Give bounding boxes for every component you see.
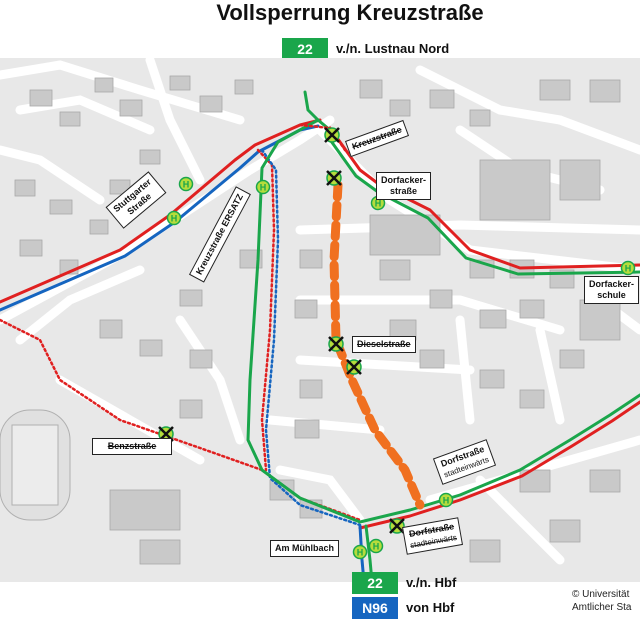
sports-field — [0, 409, 71, 521]
stop-label-text: Am Mühlbach — [275, 543, 335, 553]
bus-stop-h-icon: H — [368, 538, 384, 554]
svg-text:H: H — [260, 183, 267, 193]
svg-text:H: H — [183, 180, 190, 190]
cancelled-stop-x-icon — [346, 359, 362, 375]
route-blue-dotted-ersatz — [260, 148, 362, 527]
page-title: Vollsperrung Kreuzstraße — [216, 0, 484, 25]
bus-stop-h-icon: H — [166, 210, 182, 226]
bus-stop-h-icon: H — [352, 544, 368, 560]
copyright-notice: © Universität Amtlicher Sta — [572, 588, 631, 614]
svg-text:H: H — [373, 542, 380, 552]
stop-label-line1: Dorfacker- — [381, 175, 427, 185]
cancelled-stop-x-icon — [326, 170, 342, 186]
stop-label-text: Dieselstraße — [357, 339, 411, 349]
line-label-von-hbf: von Hbf — [406, 600, 455, 615]
line-label-hbf: v./n. Hbf — [406, 575, 457, 590]
copyright-line1: © Universität — [572, 589, 630, 600]
line-badge-22-top: 22 — [282, 38, 328, 60]
route-red-southeast — [358, 400, 640, 530]
bus-stop-h-icon: H — [178, 176, 194, 192]
cancelled-stop-x-icon — [324, 127, 340, 143]
cancelled-stop-x-icon — [389, 518, 405, 534]
bus-stop-h-icon: H — [438, 492, 454, 508]
stop-label-dorfackerschule: Dorfacker-schule — [584, 276, 640, 304]
route-green-ersatz — [246, 118, 362, 524]
line-label-lustnau-nord: v./n. Lustnau Nord — [336, 41, 450, 56]
stop-label-dieselstrasse: Dieselstraße — [352, 336, 416, 353]
cancelled-stop-x-icon — [328, 336, 344, 352]
map-canvas: H H H H H H H H — [0, 58, 640, 582]
stop-label-line1: Dorfacker- — [589, 279, 635, 289]
svg-text:H: H — [171, 214, 178, 224]
stop-label-text: Benzstraße — [107, 441, 157, 451]
stop-label-benzstrasse: Benzstraße — [92, 438, 172, 455]
line-badge-22-bottom: 22 — [352, 572, 398, 594]
route-green-east — [324, 132, 640, 276]
stop-label-line2: schule — [597, 290, 626, 300]
stop-label-am-muehlbach: Am Mühlbach — [270, 540, 340, 557]
svg-text:H: H — [357, 548, 364, 558]
building-blocks — [14, 75, 621, 565]
route-red-east — [328, 126, 640, 270]
stop-label-dorfackerstrasse: Dorfacker-straße — [376, 172, 432, 200]
line-badge-n96: N96 — [352, 597, 398, 619]
route-green-north — [303, 90, 332, 132]
bus-stop-h-icon: H — [255, 179, 271, 195]
map-area[interactable]: H H H H H H H H — [0, 58, 640, 582]
bus-stop-h-icon: H — [620, 260, 636, 276]
cancelled-stops — [158, 127, 405, 534]
svg-text:H: H — [443, 496, 450, 506]
copyright-line2: Amtlicher Sta — [572, 602, 632, 613]
svg-text:H: H — [375, 199, 382, 209]
stop-label-line2: straße — [390, 186, 418, 196]
closure-kreuzstrasse — [329, 180, 425, 510]
route-green-southeast — [358, 393, 640, 524]
svg-text:H: H — [625, 264, 632, 274]
